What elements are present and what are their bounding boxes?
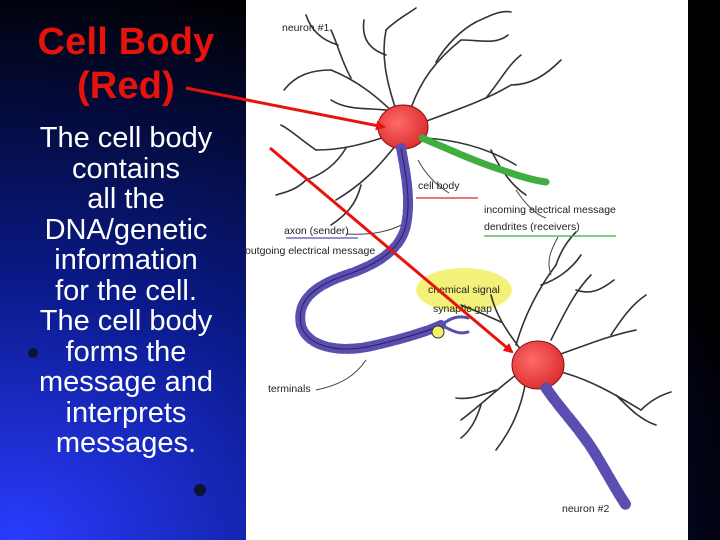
neuron-drawing bbox=[275, 7, 672, 511]
neuron1-cell-body bbox=[377, 104, 429, 150]
body-line: message and bbox=[38, 366, 214, 398]
body-line: The cell body bbox=[39, 122, 213, 154]
label-axon: axon (sender) bbox=[284, 225, 349, 237]
label-chemical-signal: chemical signal bbox=[428, 284, 500, 296]
neuron1-green-segment bbox=[418, 134, 550, 186]
label-neuron2: neuron #2 bbox=[562, 503, 610, 515]
body-line: The cell body bbox=[39, 305, 213, 337]
body-line: interprets bbox=[65, 396, 187, 429]
decorative-dot bbox=[28, 348, 38, 358]
label-cell-body: cell body bbox=[418, 180, 460, 192]
body-line: information bbox=[54, 244, 198, 276]
decorative-dot bbox=[194, 484, 206, 496]
neuron-diagram: neuron #1 cell body incoming electrical … bbox=[245, 0, 688, 540]
neuron2-dendrites bbox=[455, 231, 672, 451]
label-terminals: terminals bbox=[268, 383, 311, 395]
body-line: for the cell. bbox=[55, 274, 197, 307]
body-line: contains bbox=[71, 152, 180, 185]
slide-title-line2: (Red) bbox=[76, 65, 176, 107]
neuron2-axon bbox=[540, 382, 632, 511]
label-incoming-message: incoming electrical message bbox=[484, 204, 616, 216]
body-line: all the bbox=[87, 183, 165, 215]
body-text: The cell body contains all the DNA/genet… bbox=[8, 123, 244, 459]
label-dendrites: dendrites (receivers) bbox=[484, 221, 580, 233]
synapse-dot bbox=[431, 325, 445, 339]
body-line: forms the bbox=[65, 335, 187, 368]
slide-title-line1: Cell Body bbox=[37, 21, 215, 63]
neuron2-cell-body bbox=[511, 340, 565, 390]
body-line: messages. bbox=[55, 427, 197, 459]
label-neuron1: neuron #1 bbox=[282, 22, 330, 34]
label-synaptic-gap: synaptic gap bbox=[433, 303, 492, 315]
label-outgoing-message: outgoing electrical message bbox=[245, 245, 376, 257]
body-line: DNA/genetic bbox=[44, 213, 208, 246]
